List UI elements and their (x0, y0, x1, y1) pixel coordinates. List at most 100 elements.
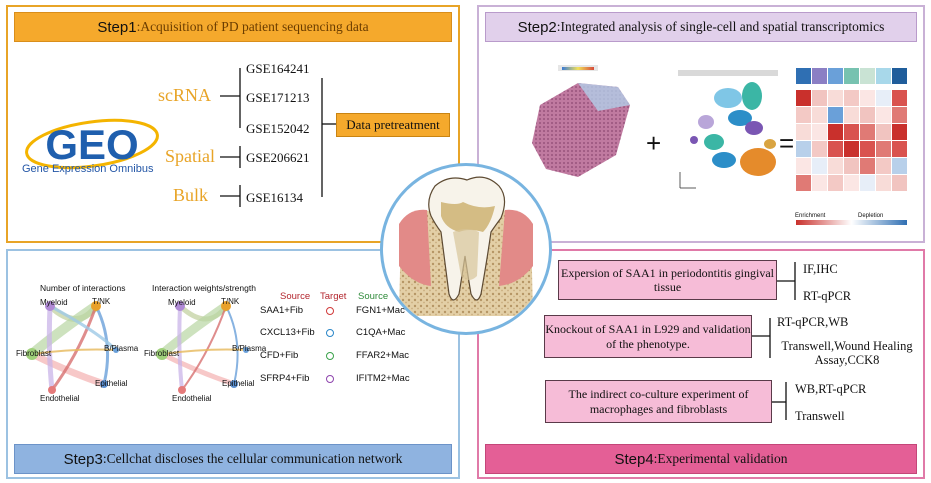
heatmap-cell (860, 141, 875, 157)
node-endothelial-1: Endothelial (40, 394, 80, 403)
accession-scrna-1: GSE164241 (246, 61, 310, 76)
node-fibroblast-1: Fibroblast (16, 349, 52, 358)
heatmap-cell (876, 107, 891, 123)
lr-receptor-3: FFAR2+Mac (356, 350, 410, 361)
heatmap-cell (892, 158, 907, 174)
step1-panel (6, 5, 460, 243)
lr-receptor-1: FGN1+Mac (356, 305, 405, 316)
step3-label: Step3 (63, 450, 103, 468)
accession-bulk-1: GSE16134 (246, 190, 304, 205)
experiment-2-method-1: RT-qPCR,WB (777, 315, 849, 329)
lr-source-3: CFD+Fib (260, 350, 299, 361)
heatmap-column-color (876, 68, 891, 84)
heatmap-cell (828, 124, 843, 140)
data-pretreatment-box: Data pretreatment (336, 113, 450, 137)
heatmap-legend-right: Depletion (858, 213, 884, 219)
heatmap-cell (812, 141, 827, 157)
experiment-3-method-1: WB,RT-qPCR (795, 382, 867, 396)
lr-source-2: CXCL13+Fib (260, 327, 315, 338)
heatmap-column-color (892, 68, 907, 84)
heatmap-cell (812, 175, 827, 191)
step3-description: :Cellchat discloses the cellular communi… (102, 451, 403, 466)
heatmap-cell (796, 124, 811, 140)
node-epithelial-2: Epithelial (222, 379, 255, 388)
network1-title: Number of interactions (40, 283, 126, 293)
heatmap-legend-left: Enrichment (795, 213, 826, 219)
lr-target-dot-3 (326, 352, 334, 360)
heatmap-cell (892, 107, 907, 123)
heatmap-cell (844, 175, 859, 191)
node-myeloid-2: Myeloid (168, 298, 196, 307)
heatmap-cell (892, 90, 907, 106)
step4-title: Step4 :Experimental validation (485, 444, 917, 474)
plus-sign: + (646, 128, 662, 158)
experiment-box-1: Expersion of SAA1 in periodontitis gingi… (558, 260, 777, 300)
node-myeloid-1: Myeloid (40, 298, 68, 307)
heatmap-cell (844, 158, 859, 174)
experiment-2-method-2: Transwell,Wound Healing Assay,CCK8 (781, 339, 913, 368)
header-target: Target (320, 291, 347, 302)
step4-panel (477, 249, 925, 479)
node-fibroblast-2: Fibroblast (144, 349, 180, 358)
heatmap-cell (796, 107, 811, 123)
heatmap-color-scale (796, 220, 907, 225)
heatmap-cell (844, 124, 859, 140)
node-endothelial-2: Endothelial (172, 394, 212, 403)
node-tnk-1: T/NK (92, 297, 111, 306)
lr-source-4: SFRP4+Fib (260, 373, 310, 384)
step2-title: Step2 :Integrated analysis of single-cel… (485, 12, 917, 42)
geo-logo-text: GEO (45, 121, 138, 168)
lr-target-dot-4 (326, 375, 334, 383)
node-epithelial-1: Epithelial (95, 379, 128, 388)
heatmap-column-color (828, 68, 843, 84)
heatmap-cell (876, 90, 891, 106)
step1-label: Step1 (97, 18, 137, 36)
heatmap-cell (796, 141, 811, 157)
heatmap-cell (876, 158, 891, 174)
spatial-tissue-image (532, 65, 630, 177)
heatmap-cell (892, 124, 907, 140)
equals-sign: = (779, 128, 795, 158)
bulk-label: Bulk (173, 185, 209, 205)
heatmap-cell (860, 124, 875, 140)
step2-description: :Integrated analysis of single-cell and … (556, 19, 885, 34)
heatmap-cell (892, 141, 907, 157)
umap-plot (678, 70, 778, 189)
step4-description: :Experimental validation (653, 451, 788, 466)
node-bplasma-2: B/Plasma (232, 344, 267, 353)
lr-target-dot-2 (326, 329, 334, 337)
scrna-label: scRNA (158, 85, 211, 105)
heatmap-column-color (860, 68, 875, 84)
geo-subtitle: Gene Expression Omnibus (22, 163, 154, 175)
enrichment-heatmap (796, 68, 907, 225)
experiment-1-method-1: IF,IHC (803, 262, 838, 276)
heatmap-cell (860, 175, 875, 191)
experiment-box-2: Knockout of SAA1 in L929 and validation … (544, 315, 752, 358)
node-bplasma-1: B/Plasma (104, 344, 139, 353)
step1-description: :Acquisition of PD patient sequencing da… (136, 19, 369, 34)
heatmap-cell (796, 175, 811, 191)
network-interaction-strength (156, 301, 249, 394)
heatmap-cell (828, 107, 843, 123)
accession-scrna-3: GSE152042 (246, 121, 310, 136)
heatmap-cell (860, 107, 875, 123)
lr-source-1: SAA1+Fib (260, 305, 304, 316)
heatmap-cell (812, 107, 827, 123)
heatmap-cell (796, 158, 811, 174)
geo-logo: GEO (25, 118, 159, 170)
step1-title: Step1 :Acquisition of PD patient sequenc… (14, 12, 452, 42)
header-source-right: Source (358, 291, 389, 302)
lr-receptor-2: C1QA+Mac (356, 327, 406, 338)
lr-target-dot-1 (326, 307, 334, 315)
tooth-icon (399, 176, 533, 316)
step4-label: Step4 (614, 450, 654, 468)
tooth-illustration (380, 163, 552, 335)
step3-title: Step3 :Cellchat discloses the cellular c… (14, 444, 452, 474)
heatmap-cell (892, 175, 907, 191)
heatmap-cell (860, 158, 875, 174)
step2-panel (477, 5, 925, 243)
node-tnk-2: T/NK (221, 297, 240, 306)
heatmap-column-color (796, 68, 811, 84)
